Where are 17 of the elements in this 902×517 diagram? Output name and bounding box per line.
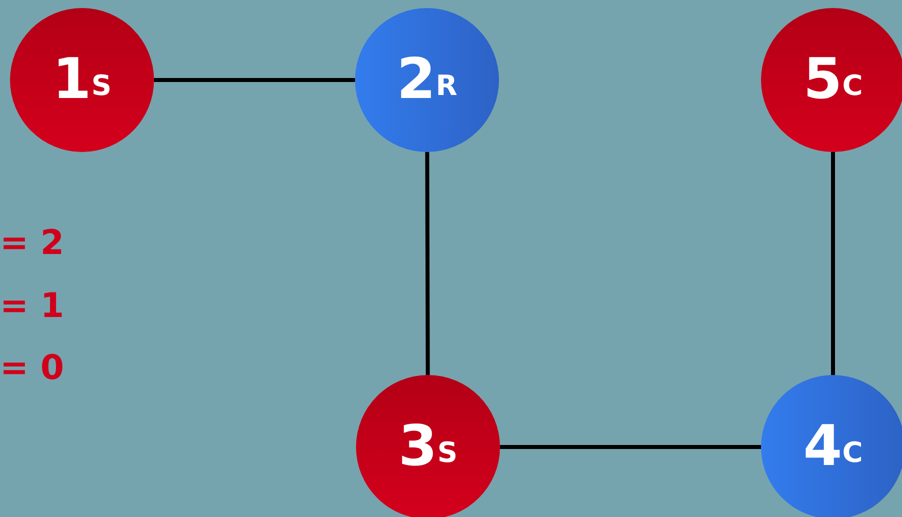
node-letter: R [436, 72, 458, 100]
node-number: 5 [803, 52, 840, 108]
node-number: 4 [803, 419, 840, 475]
connector-line [425, 152, 430, 375]
value-label: = 2 [0, 226, 64, 260]
node-number: 3 [398, 419, 436, 475]
connector-line [831, 152, 835, 375]
node-letter: C [842, 439, 863, 467]
node-number: 1 [52, 52, 90, 108]
node-letter: C [842, 72, 863, 100]
value-label: = 0 [0, 351, 64, 385]
connector-line [500, 445, 761, 449]
node-letter: S [91, 72, 112, 100]
node-letter: S [437, 439, 458, 467]
connector-line [154, 78, 355, 82]
node-number: 2 [396, 52, 434, 108]
value-label: = 1 [0, 289, 64, 323]
